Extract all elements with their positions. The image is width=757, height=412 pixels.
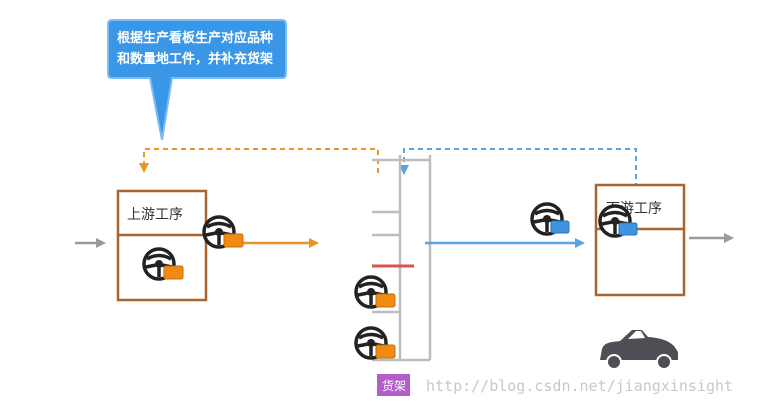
kanban-icon-shelf-2 bbox=[354, 326, 396, 360]
kanban-icon-upstream-out bbox=[202, 215, 244, 249]
upstream-process: 上游工序 bbox=[116, 189, 208, 302]
kanban-icon-shelf-1 bbox=[354, 275, 396, 309]
callout-line-2: 和数量地工件，并补充货架 bbox=[117, 51, 273, 67]
kanban-icon-upstream-in bbox=[142, 247, 184, 281]
callout-line-1: 根据生产看板生产对应品种 bbox=[117, 30, 273, 46]
shelf-rack: 货架 bbox=[372, 155, 432, 396]
kanban-icon-blue-transit bbox=[530, 202, 570, 236]
kanban-icon-downstream bbox=[598, 204, 638, 238]
upstream-label: 上游工序 bbox=[127, 207, 183, 223]
shelf-label: 货架 bbox=[382, 378, 406, 393]
blue-kanban-loop bbox=[399, 148, 637, 188]
watermark: http://blog.csdn.net/jiangxinsight bbox=[426, 377, 733, 395]
downstream-process: 下游工序 bbox=[594, 183, 686, 297]
car-icon bbox=[600, 330, 678, 370]
shelf-tag bbox=[377, 374, 410, 396]
callout-bubble: 根据生产看板生产对应品种 和数量地工件，并补充货架 bbox=[107, 19, 287, 141]
orange-kanban-loop bbox=[139, 148, 379, 173]
